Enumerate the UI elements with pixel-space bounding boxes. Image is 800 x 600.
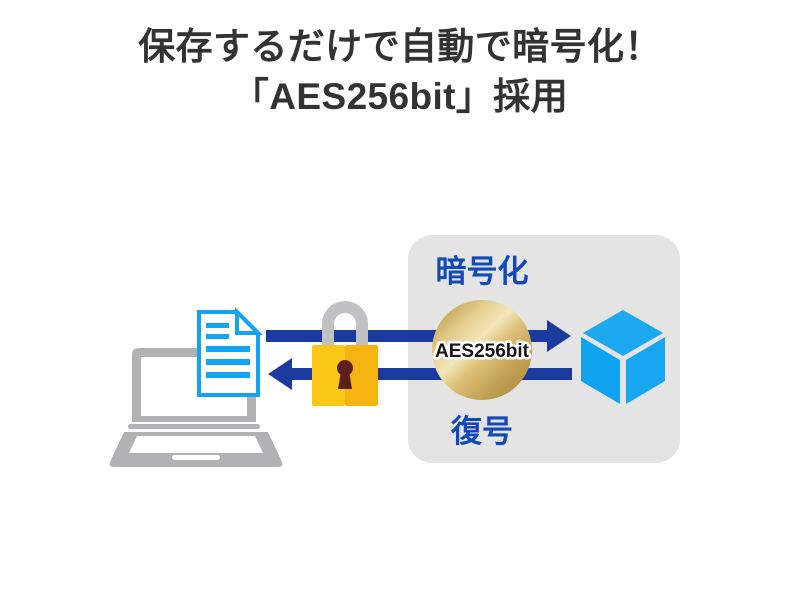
aes-badge: AES256bit [432,300,532,400]
page-title: 保存するだけで自動で暗号化！ 「AES256bit」採用 [0,22,800,121]
arrow-decrypt-left [268,358,572,390]
arrow-encrypt-right [266,320,571,352]
page-title-line-1: 保存するだけで自動で暗号化！ [138,26,662,67]
label-encrypt: 暗号化 [436,254,529,289]
document-text-lines [206,323,250,378]
label-decrypt: 復号 [450,414,513,449]
padlock-icon [312,301,378,406]
cloud-storage-cube-icon [581,310,665,404]
encryption-zone-panel [408,235,680,463]
page-title-line-2: 「AES256bit」採用 [231,75,569,117]
aes-badge-label: AES256bit [435,341,530,362]
document-icon [197,307,263,397]
